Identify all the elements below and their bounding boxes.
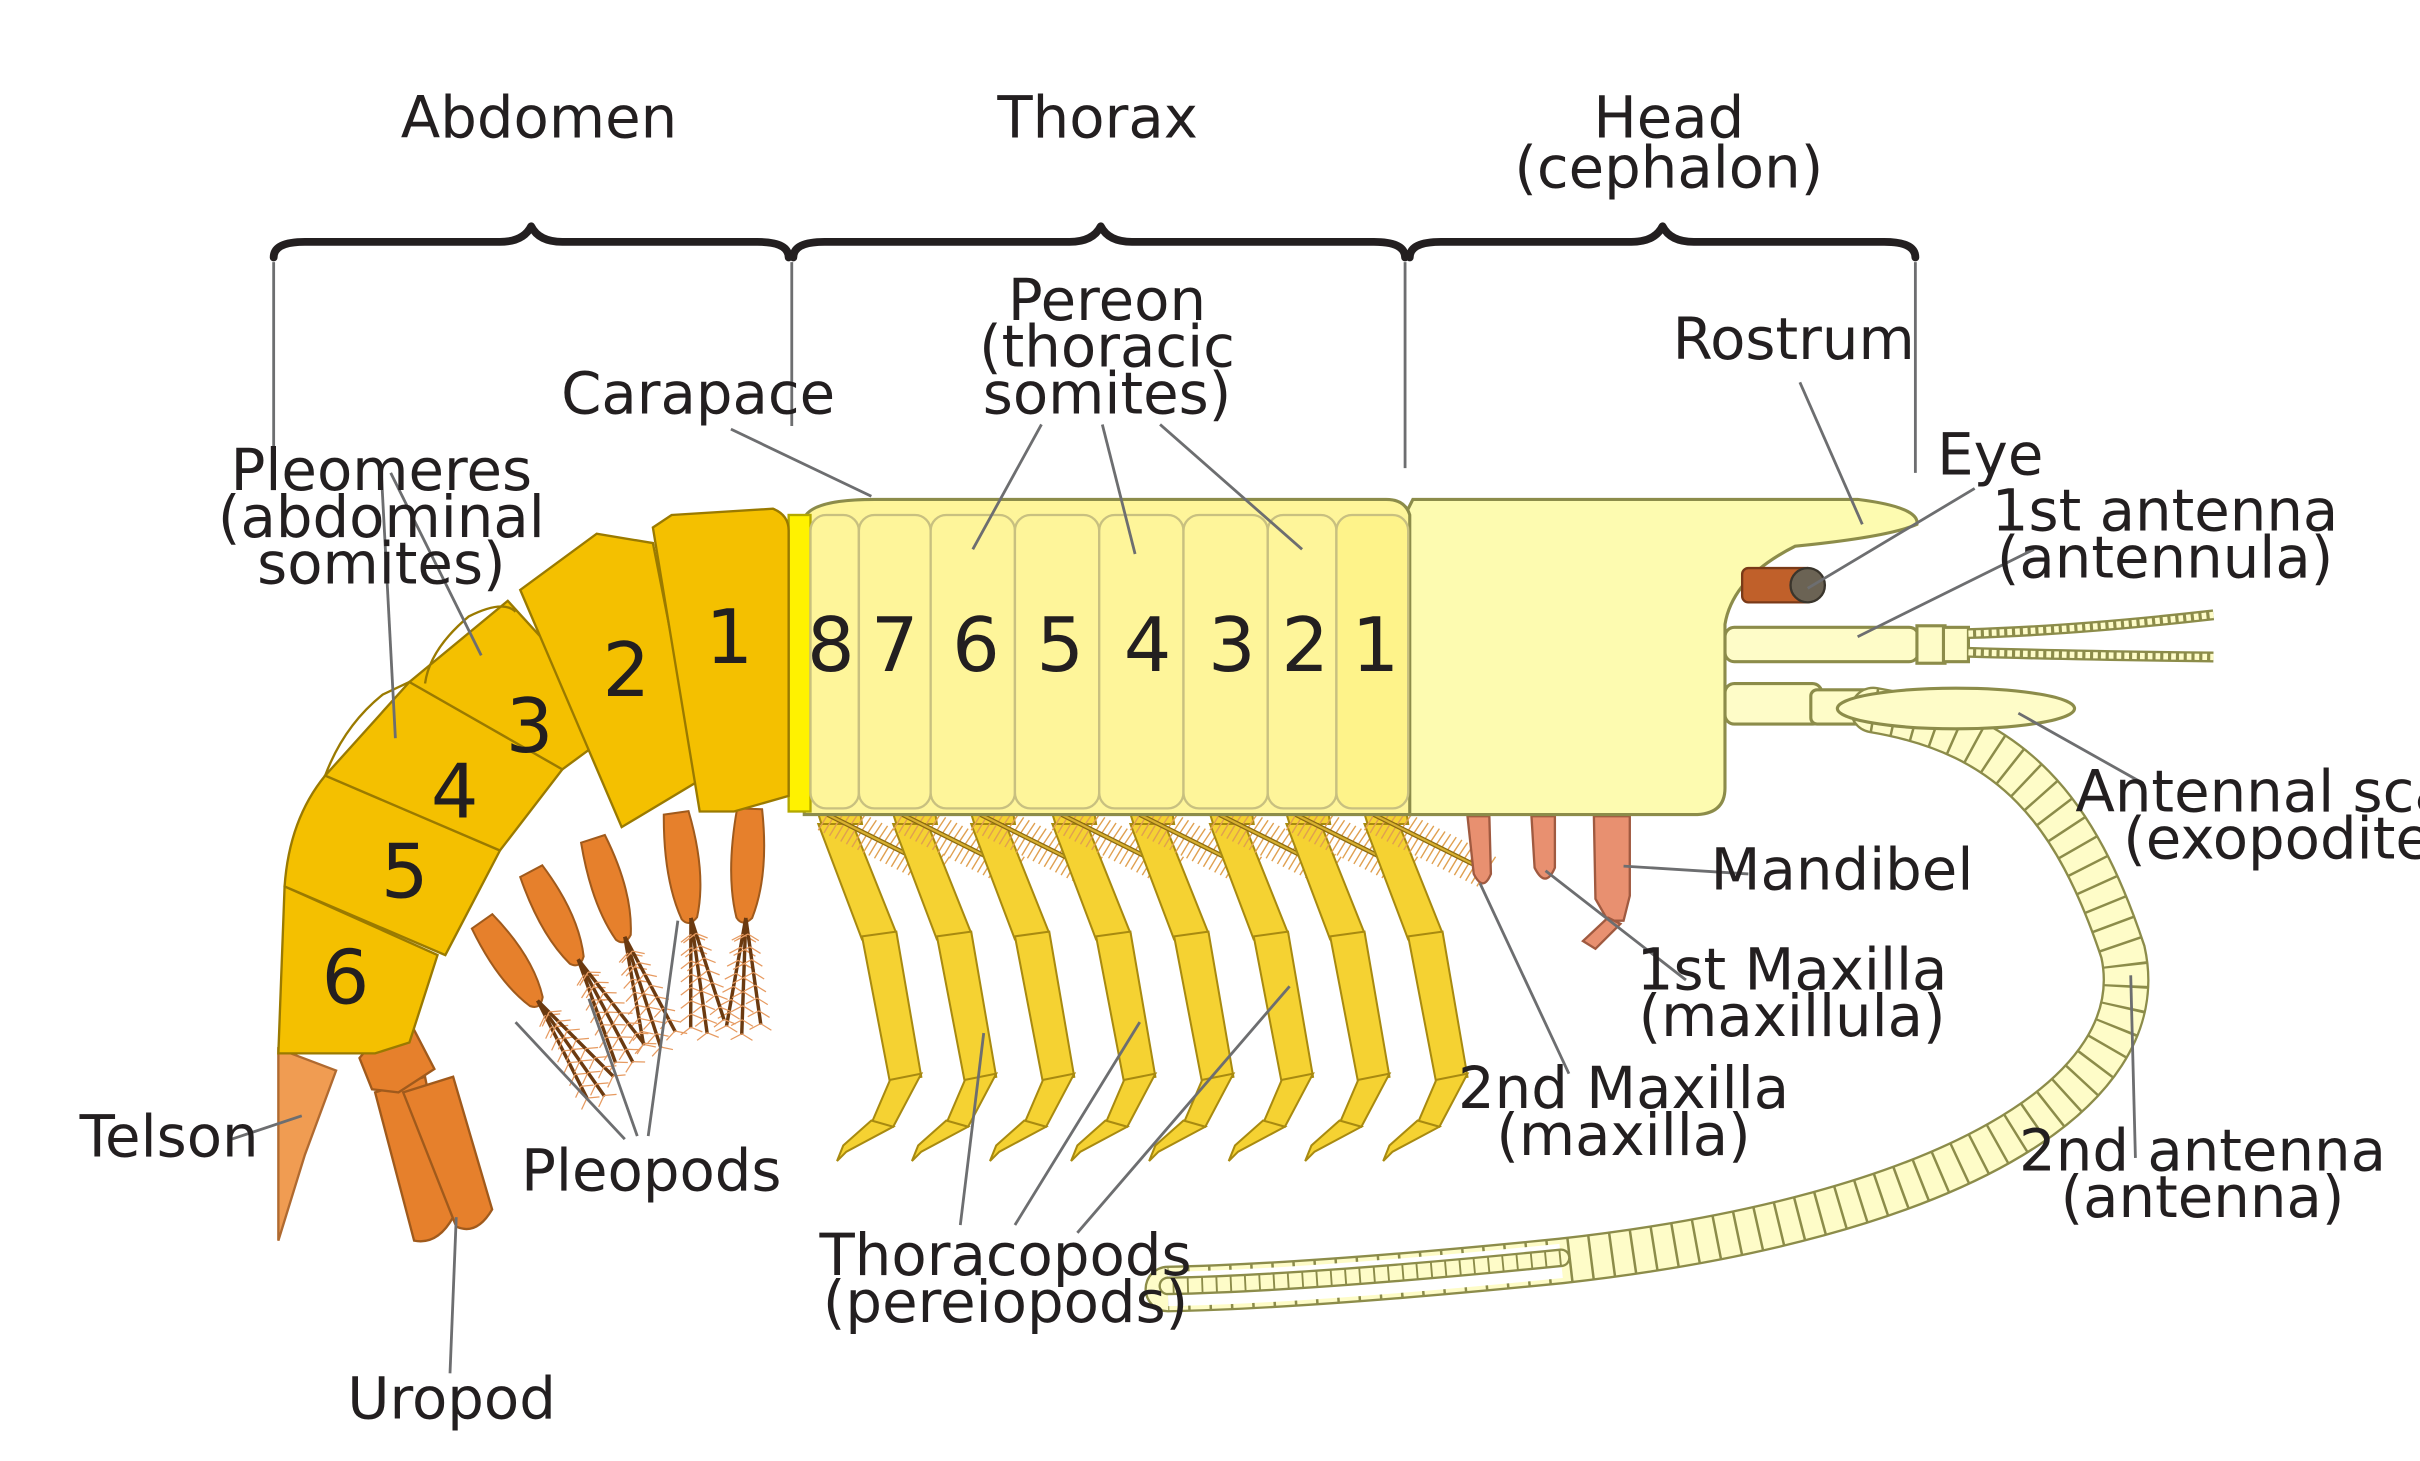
second-maxilla-label-1: 2nd Maxilla	[1458, 1054, 1789, 1122]
second-antenna-label-1: 2nd antenna	[2019, 1116, 2386, 1184]
abdominal-somite-1	[651, 507, 790, 813]
pleopods	[470, 807, 772, 1110]
head-brace	[1405, 222, 1920, 262]
pereon-label-3: somites)	[983, 360, 1231, 428]
antennae	[1144, 609, 2215, 1313]
thoracopods	[813, 800, 1497, 1162]
thoracic-number-4: 4	[1124, 601, 1172, 689]
pleopods-label: Pleopods	[521, 1137, 781, 1205]
cephalon	[1403, 497, 1919, 817]
mandibel-label: Mandibel	[1711, 836, 1974, 904]
abdomen-brace	[269, 222, 793, 262]
pleopod-4	[518, 864, 657, 1074]
rostrum-label: Rostrum	[1673, 305, 1915, 373]
first-maxilla-label-2: (maxillula)	[1639, 982, 1946, 1050]
abdominal-number-2: 2	[603, 626, 651, 714]
second-maxilla	[1466, 815, 1493, 885]
pereon-label-1: Pereon	[1008, 266, 1206, 334]
thoracic-somite-1	[1335, 513, 1410, 810]
abdominal-number-4: 4	[431, 748, 479, 836]
thoracic-number-6: 6	[952, 601, 1000, 689]
eye-label: Eye	[1937, 420, 2043, 488]
second-antenna-label-2: (antenna)	[2061, 1163, 2345, 1231]
pleopod-2	[662, 810, 736, 1041]
abdominal-number-6: 6	[322, 933, 370, 1021]
thoracic-number-1: 1	[1352, 601, 1400, 689]
telson	[277, 1047, 338, 1241]
cephalon-label: (cephalon)	[1514, 133, 1823, 201]
thoracic-number-5: 5	[1036, 601, 1084, 689]
pereon-label-2: (thoracic	[979, 313, 1235, 381]
abdominal-number-1: 1	[706, 593, 754, 681]
thoracopods-label-2: (pereiopods)	[823, 1268, 1188, 1336]
pleopod-3	[579, 833, 688, 1057]
telson-label: Telson	[79, 1102, 259, 1170]
thorax-label: Thorax	[996, 83, 1197, 151]
abdominal-number-5: 5	[381, 827, 429, 915]
region-braces	[269, 222, 1920, 473]
thorax-brace	[789, 222, 1409, 262]
eye	[1789, 566, 1827, 604]
pleomeres-label-3: somites)	[257, 530, 505, 598]
first-maxilla	[1530, 815, 1557, 880]
thoracic-number-3: 3	[1208, 601, 1256, 689]
uropods	[358, 1028, 494, 1243]
pleopod-1	[715, 807, 772, 1041]
thoracic-number-8: 8	[807, 601, 855, 689]
pereon	[787, 497, 1412, 817]
antennal-scale	[1835, 686, 2077, 731]
mandibel	[1592, 815, 1631, 922]
pleon	[277, 507, 790, 1243]
antennal-scale-label-2: (exopodite)	[2123, 804, 2420, 872]
thoracic-number-2: 2	[1281, 601, 1329, 689]
antennal-scale-label-1: Antennal scale	[2075, 757, 2420, 825]
first-antenna	[1723, 609, 2215, 665]
thoracopods-label-1: Thoracopods	[819, 1221, 1192, 1289]
first-antenna-label-2: (antennula)	[1997, 523, 2333, 591]
mouthparts	[1466, 815, 1631, 951]
abdominal-number-3: 3	[506, 682, 554, 770]
first-maxilla-label-1: 1st Maxilla	[1637, 935, 1948, 1003]
abdomen-label: Abdomen	[401, 83, 677, 151]
second-antenna	[1144, 681, 2150, 1313]
abdominal-somite-5	[283, 774, 502, 957]
first-antenna-label-1: 1st antenna	[1992, 477, 2338, 545]
thoracic-number-7: 7	[871, 601, 919, 689]
pleomeres-label-2: (abdominal	[218, 483, 545, 551]
uropod-label: Uropod	[347, 1365, 556, 1433]
labels: Abdomen Thorax Head (cephalon) Carapace …	[79, 83, 2420, 1432]
pleopod-5	[470, 912, 626, 1110]
head-label: Head	[1593, 83, 1744, 151]
second-maxilla-label-2: (maxilla)	[1496, 1101, 1750, 1169]
abdominal-somite-6	[277, 884, 439, 1055]
thoracopod-6	[966, 800, 1103, 1162]
carapace-label: Carapace	[561, 360, 835, 428]
leader-lines	[231, 381, 2144, 1374]
pleomeres-label-1: Pleomeres	[231, 436, 533, 504]
